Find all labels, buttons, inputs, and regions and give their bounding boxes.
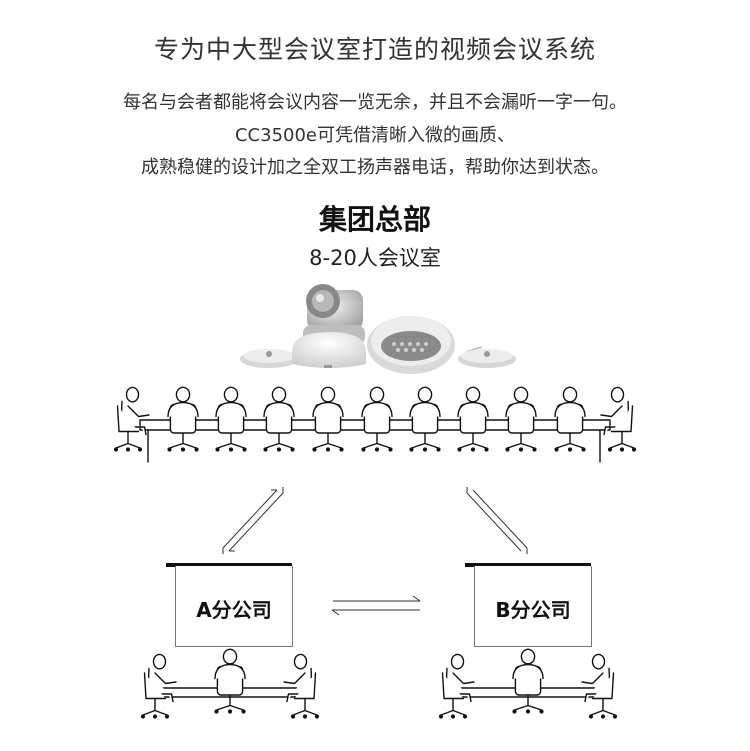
ptz-camera-icon [292,284,366,368]
branch-a-label: A分公司 [196,598,272,622]
seated-person-icon [409,386,441,452]
bidirectional-arrow-icon-a-b [331,595,421,616]
description-line-3: 成熟稳健的设计加之全双工扬声器电话，帮助你达到状态。 [141,157,609,178]
bidirectional-arrow-icon-hq-b [466,487,528,554]
branch-b-label: B分公司 [495,598,571,622]
page-headline: 专为中大型会议室打造的视频会议系统 [153,35,596,64]
expansion-mic-icon-right [458,346,516,368]
seated-person-icon [457,386,489,452]
description-line-2: CC3500e可凭借清晰入微的画质、 [234,125,516,146]
seated-person-icon [505,386,537,452]
seated-person-icon [581,653,618,719]
seated-person-icon [215,386,247,452]
seated-person-icon [600,386,637,452]
seated-person-icon [554,386,586,452]
branch-a-board-bar [166,563,292,567]
seated-person-icon [512,648,544,714]
branch-b-board: B分公司 [474,566,592,647]
speakerphone-icon [367,316,455,374]
seated-person-icon [438,653,475,719]
description-line-1: 每名与会者都能将会议内容一览无余，并且不会漏听一字一句。 [123,92,627,113]
headquarters-subtitle: 8-20人会议室 [309,246,441,270]
branch-b-board-bar [465,563,591,567]
seated-person-icon [167,386,199,452]
branch-a-board: A分公司 [175,566,293,647]
bidirectional-arrow-icon-hq-a [222,487,284,554]
headquarters-title: 集团总部 [318,203,431,236]
seated-person-icon [283,653,320,719]
expansion-mic-icon-left [240,344,314,368]
seated-person-icon [113,386,150,452]
seated-person-icon [312,386,344,452]
seated-person-icon [263,386,295,452]
seated-person-icon [361,386,393,452]
seated-person-icon [214,648,246,714]
seated-person-icon [140,653,177,719]
